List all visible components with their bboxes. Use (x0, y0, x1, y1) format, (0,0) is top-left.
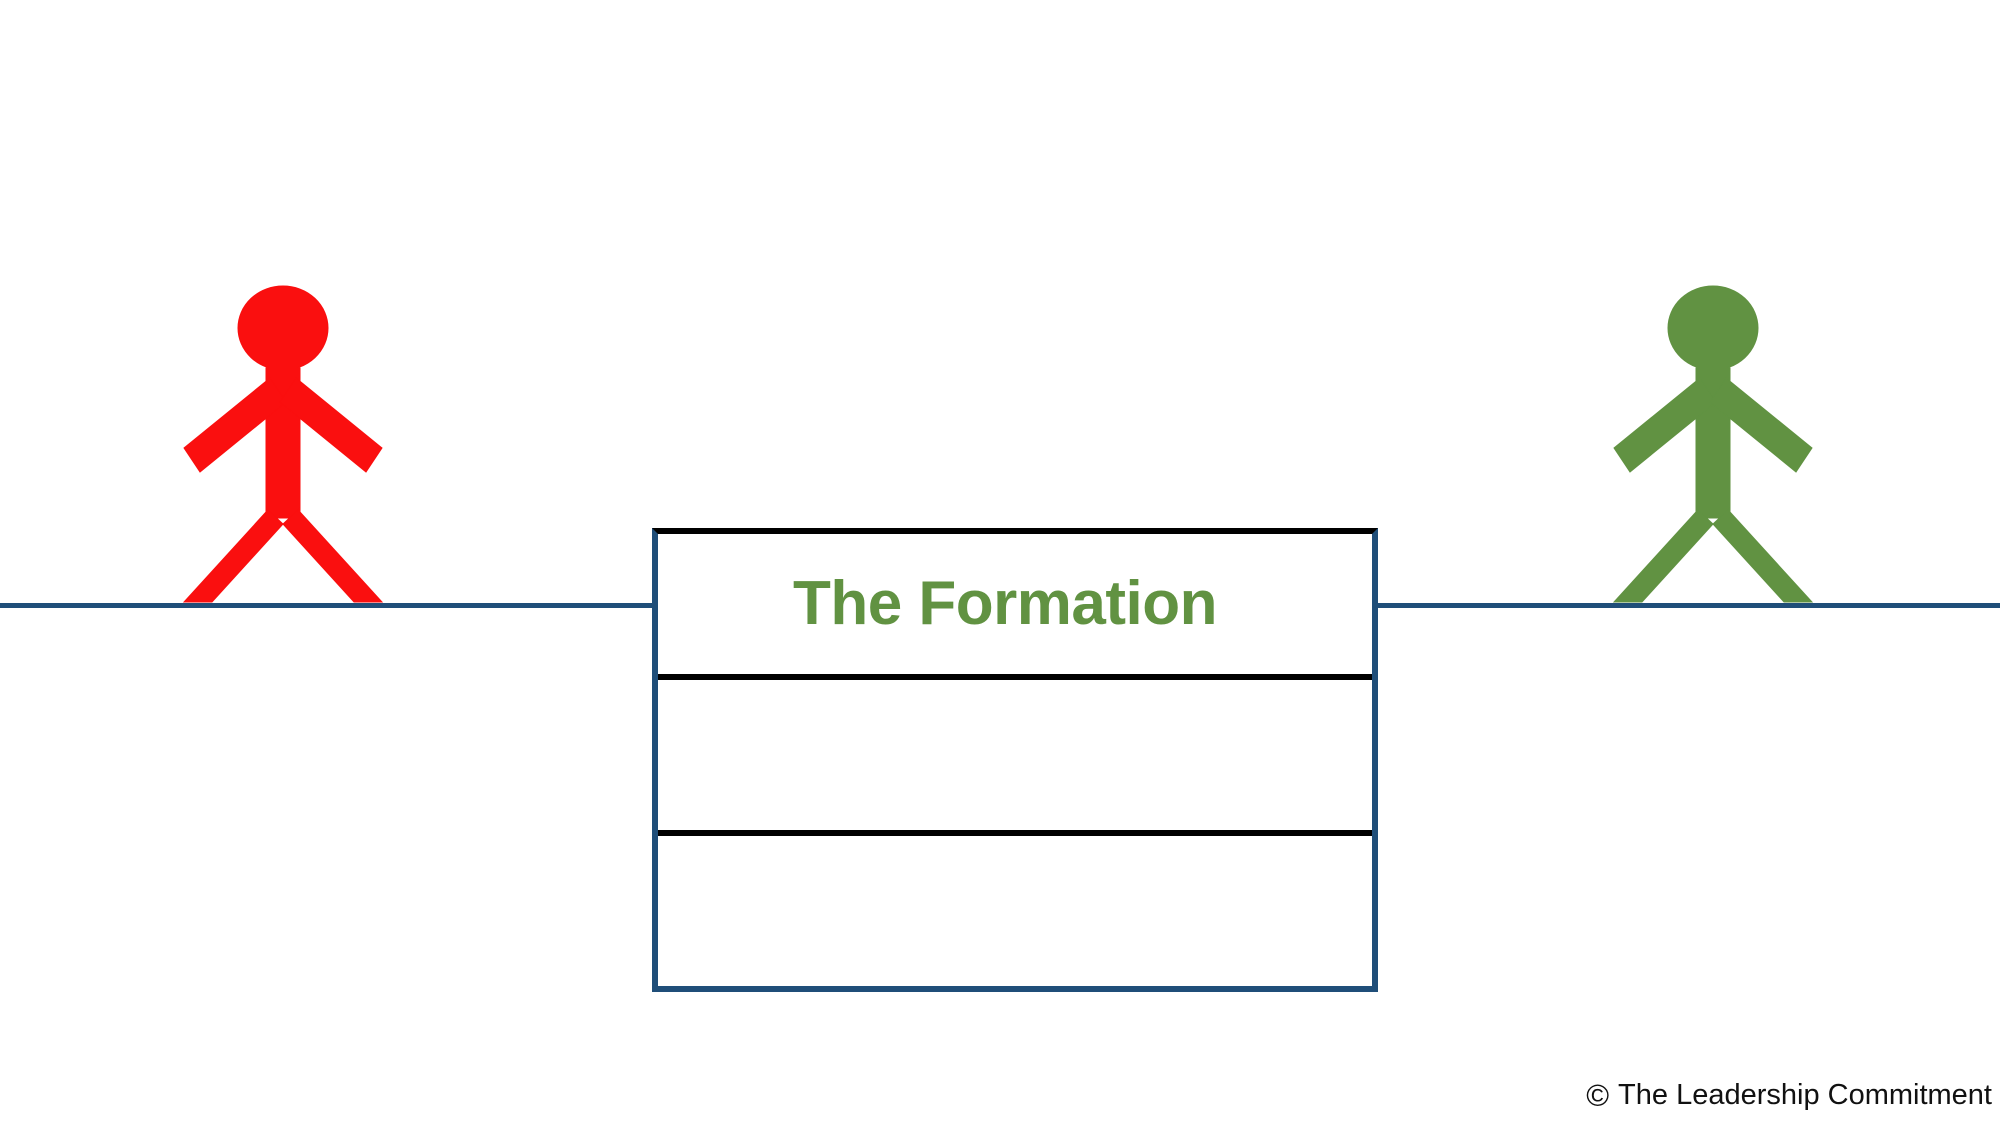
footer-credit-text: The Leadership Commitment (1618, 1079, 1992, 1111)
formation-box: The Formation (652, 528, 1378, 992)
copyright-icon: © (1586, 1078, 1610, 1113)
figure-arm-left (1613, 377, 1717, 473)
figure-head (1667, 285, 1759, 371)
figure-arm-left (183, 377, 287, 473)
figure-arm-right (279, 377, 383, 473)
green-stick-figure-glyph (1612, 285, 1814, 603)
baseline-left-segment (0, 603, 655, 608)
figure-head (237, 285, 329, 371)
footer-credit: © The Leadership Commitment (1586, 1080, 1992, 1111)
green-stick-figure (1600, 280, 1830, 610)
figure-arm-right (1709, 377, 1813, 473)
figure-leg-right (282, 506, 384, 603)
figure-leg-left (1612, 506, 1714, 603)
red-stick-figure-glyph (182, 285, 384, 603)
formation-row-blank-2 (658, 836, 1372, 986)
formation-row-blank-1 (658, 680, 1372, 836)
formation-title: The Formation (792, 569, 1218, 638)
figure-leg-left (182, 506, 284, 603)
formation-row-title: The Formation (658, 534, 1372, 680)
baseline-right-segment (1375, 603, 2000, 608)
red-stick-figure (170, 280, 400, 610)
figure-leg-right (1712, 506, 1814, 603)
